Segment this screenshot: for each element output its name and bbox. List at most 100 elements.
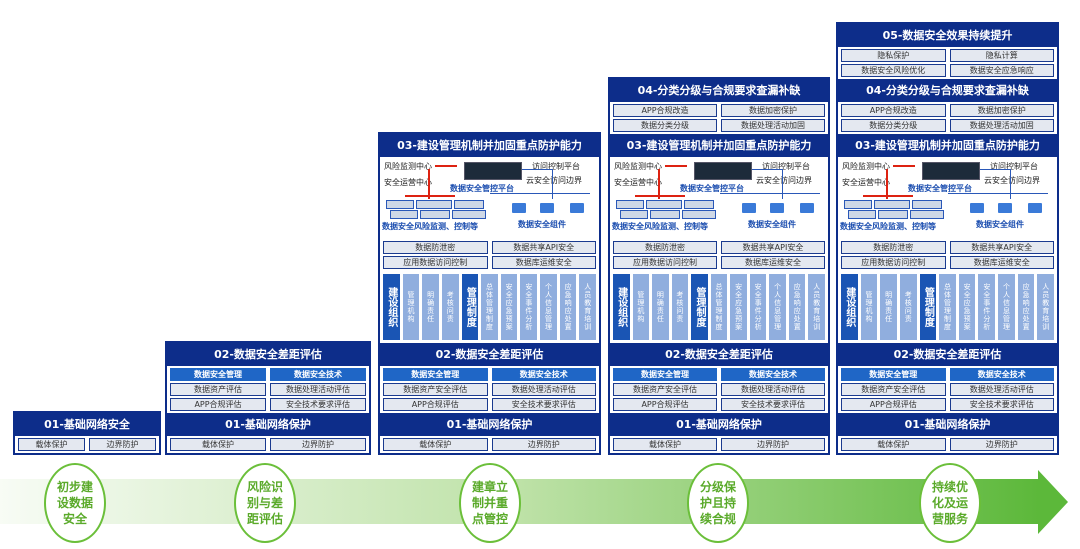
org-column: 安全应急预案 [958, 274, 976, 340]
item-grid: APP合规改造数据加密保护数据分类分级数据处理活动加固 [610, 102, 828, 134]
diagram-label-ops_center: 安全运营中心 [842, 178, 890, 187]
item-cell: 数据处理活动评估 [270, 383, 366, 396]
computer-icon [770, 203, 784, 213]
category-label: 数据安全技术 [491, 368, 596, 381]
item-cell: 数据处理活动评估 [949, 383, 1054, 396]
diagram-label-risk_center: 风险监测中心 [384, 162, 432, 171]
category-label: 数据安全管理 [841, 368, 946, 381]
red-arrow [658, 169, 660, 199]
org-column: 应急响应处置 [788, 274, 806, 340]
item-row: APP合规评估安全技术要求评估 [383, 398, 596, 411]
stage-header: 02-数据安全差距评估 [893, 348, 1002, 361]
item-cell: 载体保护 [613, 438, 717, 451]
item-row: 应用数据访问控制数据库运维安全 [841, 256, 1054, 269]
milestone-1: 初步建设数据安全 [44, 463, 106, 543]
item-cell: 载体保护 [383, 438, 488, 451]
item-cell: 数据分类分级 [841, 119, 946, 132]
item-row: 数据防泄密数据共享API安全 [841, 241, 1054, 254]
connector [720, 193, 820, 194]
item-cell: 数据库运维安全 [949, 256, 1054, 269]
item-cell: 数据防泄密 [613, 241, 717, 254]
dashboard-thumb [390, 210, 418, 219]
org-column: 个人信息管理 [998, 274, 1015, 340]
item-cell: 隐私计算 [949, 49, 1054, 62]
dashboard-thumb [910, 210, 944, 219]
item-cell: 隐私保护 [841, 49, 946, 62]
platform-screen [464, 162, 522, 180]
category-label: 数据安全管理 [613, 368, 717, 381]
diagram-label-access_platform: 访问控制平台 [990, 162, 1038, 171]
red-arrow [863, 195, 913, 197]
org-column: 考核问责 [671, 274, 689, 340]
item-cell: 数据处理活动加固 [721, 119, 825, 132]
connector [490, 193, 590, 194]
org-column: 建设组织 [613, 274, 630, 340]
milestone-3: 建章立制并重点管控 [459, 463, 521, 543]
item-row: 数据资产安全评估数据处理活动评估 [613, 383, 825, 396]
dashboard-thumb [844, 200, 872, 209]
item-grid: 载体保护边界防护 [15, 436, 159, 453]
connector [752, 169, 782, 170]
item-row: APP合规评估安全技术要求评估 [613, 398, 825, 411]
dashboard-thumb [848, 210, 876, 219]
item-cell: 数据加密保护 [949, 104, 1054, 117]
item-row: 数据防泄密数据共享API安全 [383, 241, 596, 254]
stage-header: 02-数据安全差距评估 [665, 348, 773, 361]
org-column: 个人信息管理 [540, 274, 557, 340]
dashboard-thumb [620, 210, 648, 219]
item-row: 数据分类分级数据处理活动加固 [613, 119, 825, 132]
diagram-label-cloud_boundary: 云安全访问边界 [526, 176, 582, 185]
org-column: 考核问责 [899, 274, 917, 340]
item-grid: 数据防泄密数据共享API安全应用数据访问控制数据库运维安全 [610, 239, 828, 271]
stage-header: 01-基础网络保护 [446, 418, 533, 431]
item-cell: 数据共享API安全 [949, 241, 1054, 254]
item-row: 载体保护边界防护 [383, 438, 596, 451]
dashboard-thumb [616, 200, 644, 209]
dashboard-thumb [454, 200, 484, 209]
diagram-label-access_platform: 访问控制平台 [532, 162, 580, 171]
item-cell: 边界防护 [270, 438, 366, 451]
item-cell: 安全技术要求评估 [491, 398, 596, 411]
category-label: 数据安全技术 [270, 368, 366, 381]
diagram-label-ops_center: 安全运营中心 [384, 178, 432, 187]
item-cell: 数据资产安全评估 [841, 383, 946, 396]
category-label: 数据安全管理 [383, 368, 488, 381]
diagram-label-cloud_boundary: 云安全访问边界 [984, 176, 1040, 185]
diagram-label-ops_center: 安全运营中心 [614, 178, 662, 187]
org-column: 管理制度 [919, 274, 937, 340]
dashboard-thumb [386, 200, 414, 209]
stage-header: 01-基础网络保护 [225, 418, 311, 431]
diagram-label-components: 数据安全组件 [518, 220, 566, 229]
architecture-diagram: 风险监测中心安全运营中心数据安全管控平台访问控制平台云安全访问边界数据安全风险监… [610, 157, 828, 239]
item-grid: 隐私保护隐私计算数据安全风险优化数据安全应急响应 [838, 47, 1057, 79]
dashboard-thumb [874, 200, 910, 209]
item-row: 数据资产评估数据处理活动评估 [170, 383, 366, 396]
item-row: 载体保护边界防护 [18, 438, 156, 451]
item-cell: 应用数据访问控制 [613, 256, 717, 269]
category-row: 数据安全管理数据安全技术 [841, 368, 1054, 381]
item-cell: 应用数据访问控制 [383, 256, 488, 269]
item-cell: 安全技术要求评估 [270, 398, 366, 411]
stage-header: 01-基础网络保护 [676, 418, 762, 431]
item-cell: 数据防泄密 [841, 241, 946, 254]
stage-header: 01-基础网络安全 [44, 418, 130, 431]
item-cell: 数据共享API安全 [491, 241, 596, 254]
item-cell: 数据防泄密 [383, 241, 488, 254]
computer-icon [540, 203, 554, 213]
diagram-label-monitor: 数据安全风险监测、控制等 [840, 222, 936, 231]
item-row: 载体保护边界防护 [841, 438, 1054, 451]
architecture-diagram: 风险监测中心安全运营中心数据安全管控平台访问控制平台云安全访问边界数据安全风险监… [380, 157, 599, 239]
org-column: 个人信息管理 [769, 274, 786, 340]
item-cell: 数据处理活动评估 [721, 383, 825, 396]
stage-header: 04-分类分级与合规要求查漏补缺 [637, 84, 801, 97]
stage-1: 01-基础网络安全载体保护边界防护 [13, 411, 161, 455]
platform-screen [922, 162, 980, 180]
stage-header: 03-建设管理机制并加固重点防护能力 [626, 139, 812, 152]
connector [552, 169, 553, 199]
item-row: APP合规改造数据加密保护 [613, 104, 825, 117]
item-cell: 载体保护 [170, 438, 266, 451]
item-row: APP合规改造数据加密保护 [841, 104, 1054, 117]
item-grid: 数据防泄密数据共享API安全应用数据访问控制数据库运维安全 [380, 239, 599, 271]
item-cell: 数据资产评估 [170, 383, 266, 396]
connector [522, 169, 552, 170]
